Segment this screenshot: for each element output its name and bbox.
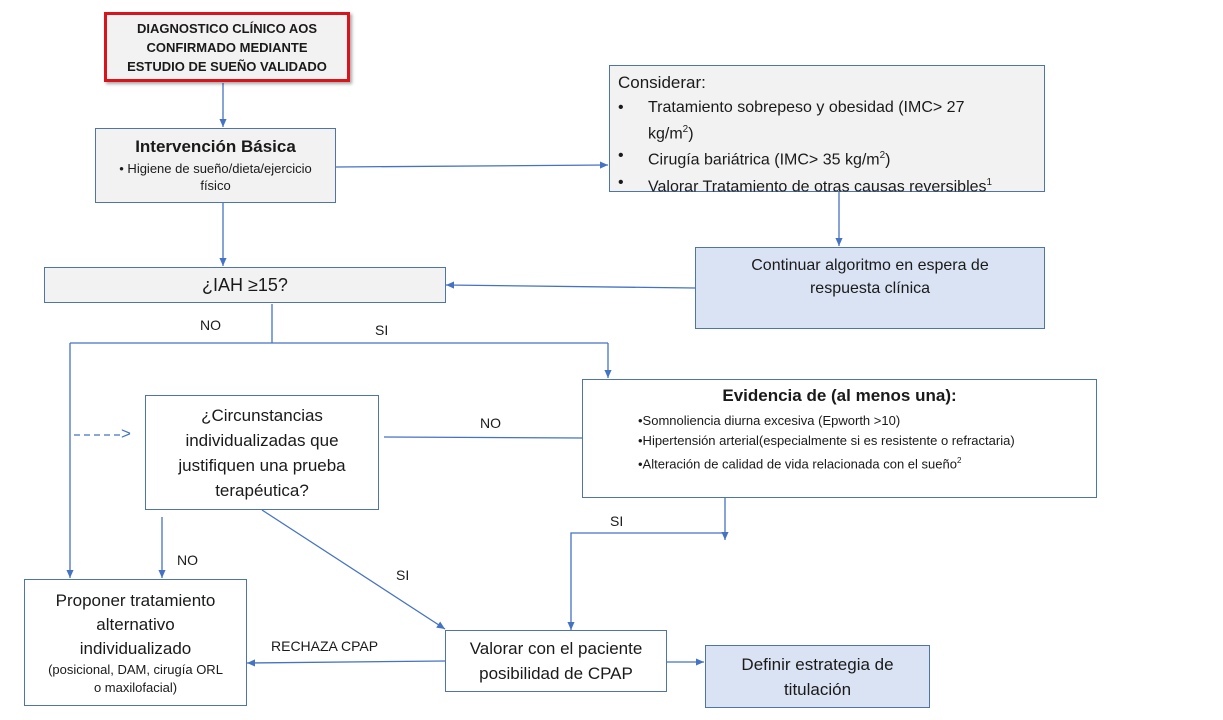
node-continuar-line-1: Continuar algoritmo en espera de: [751, 257, 989, 274]
node-circ-line-2: individualizadas que: [185, 430, 339, 450]
considerar-item-1-cont: kg/m: [648, 125, 683, 143]
node-evidencia: Evidencia de (al menos una): •Somnolienc…: [582, 379, 1097, 498]
node-definir: Definir estrategia de titulación: [705, 645, 930, 708]
considerar-item-3-sup: 1: [986, 176, 993, 188]
node-circ-line-4: terapéutica?: [215, 480, 309, 500]
node-circunstancias: ¿Circunstancias individualizadas que jus…: [145, 395, 379, 510]
node-intervencion-bullet: • Higiene de sueño/dieta/ejercicio: [119, 161, 312, 176]
line-evidencia-no-to-circ: [383, 436, 583, 439]
node-considerar-list: • Tratamiento sobrepeso y obesidad (IMC>…: [618, 97, 992, 198]
arrow-valorar-to-proponer: [246, 659, 446, 667]
node-valorar-line-2: posibilidad de CPAP: [479, 664, 633, 683]
considerar-item-1-tail: ): [688, 125, 694, 143]
considerar-item-1-sup: 2: [682, 124, 689, 135]
considerar-item-1-text: Tratamiento sobrepeso y obesidad (IMC> 2…: [648, 99, 965, 116]
arrow-si-to-valorar: [567, 532, 725, 630]
node-circ-line-3: justifiquen una prueba: [178, 455, 346, 475]
evidencia-item-1: •Somnoliencia diurna excesiva (Epworth >…: [638, 413, 901, 428]
node-diagnostico-line-2: CONFIRMADO MEDIANTE: [146, 39, 308, 55]
node-iah-text: ¿IAH ≥15?: [202, 274, 288, 295]
node-definir-line-2: titulación: [783, 679, 852, 699]
node-continuar-line-2: respuesta clínica: [809, 280, 931, 297]
dashed-arrow-head: >: [121, 424, 131, 443]
node-valorar-cpap: Valorar con el paciente posibilidad de C…: [445, 630, 667, 692]
arrow-basic-to-consider: [335, 161, 609, 169]
node-considerar-title: Considerar:: [618, 73, 706, 92]
considerar-item-2: • Cirugía bariátrica (IMC> 35 kg/m2): [618, 147, 891, 169]
node-proponer-line-2: alternativo: [96, 614, 175, 634]
node-proponer-line-1: Proponer tratamiento: [55, 590, 216, 610]
label-iah-si: SI: [375, 322, 389, 338]
node-diagnostico-line-1: DIAGNOSTICO CLÍNICO AOS: [136, 20, 318, 36]
node-proponer-line-3: individualizado: [79, 638, 192, 658]
label-circ-no: NO: [177, 552, 198, 568]
node-intervencion-bullet-cont: físico: [200, 178, 231, 193]
label-circ-si: SI: [396, 567, 410, 583]
node-iah: ¿IAH ≥15?: [44, 267, 446, 303]
node-intervencion-basica: Intervención Básica • Higiene de sueño/d…: [95, 128, 336, 203]
node-diagnostico-line-3: ESTUDIO DE SUEÑO VALIDADO: [127, 58, 327, 74]
considerar-item-1: • Tratamiento sobrepeso y obesidad (IMC>…: [618, 99, 965, 143]
node-diagnostico: DIAGNOSTICO CLÍNICO AOS CONFIRMADO MEDIA…: [104, 12, 350, 82]
label-evidencia-si: SI: [610, 513, 624, 529]
considerar-item-3: • Valorar Tratamiento de otras causas re…: [618, 173, 993, 195]
evidencia-item-2: •Hipertensión arterial(especialmente si …: [638, 433, 1015, 448]
node-valorar-line-1: Valorar con el paciente: [469, 639, 643, 658]
node-proponer: Proponer tratamiento alternativo individ…: [24, 579, 247, 706]
node-proponer-small-2: o maxilofacial): [93, 679, 178, 695]
node-evidencia-list: •Somnoliencia diurna excesiva (Epworth >…: [583, 411, 1015, 474]
node-definir-line-1: Definir estrategia de: [741, 654, 894, 674]
node-circ-line-1: ¿Circunstancias: [201, 405, 323, 425]
arrow-continuar-to-iah: [445, 281, 696, 289]
label-iah-no: NO: [200, 317, 221, 333]
node-intervencion-title: Intervención Básica: [135, 137, 296, 156]
node-considerar: Considerar: • Tratamiento sobrepeso y ob…: [609, 65, 1045, 195]
considerar-item-2-tail: ): [885, 151, 891, 169]
node-proponer-small-1: (posicional, DAM, cirugía ORL: [48, 661, 223, 677]
evidencia-item-3-sup: 2: [956, 456, 962, 465]
arrow-circ-si-to-valorar: [261, 509, 446, 630]
node-evidencia-title: Evidencia de (al menos una):: [722, 386, 957, 405]
evidencia-item-3-text: •Alteración de calidad de vida relaciona…: [638, 456, 957, 472]
considerar-item-2-sup: 2: [879, 150, 886, 162]
considerar-item-2-text: Cirugía bariátrica (IMC> 35 kg/m: [648, 151, 880, 169]
considerar-item-3-text: Valorar Tratamiento de otras causas reve…: [648, 177, 987, 195]
evidencia-item-3: •Alteración de calidad de vida relaciona…: [638, 451, 1015, 474]
label-rechaza-cpap: RECHAZA CPAP: [271, 638, 379, 654]
node-continuar: Continuar algoritmo en espera de respues…: [695, 247, 1045, 329]
label-evidencia-no: NO: [480, 415, 501, 431]
